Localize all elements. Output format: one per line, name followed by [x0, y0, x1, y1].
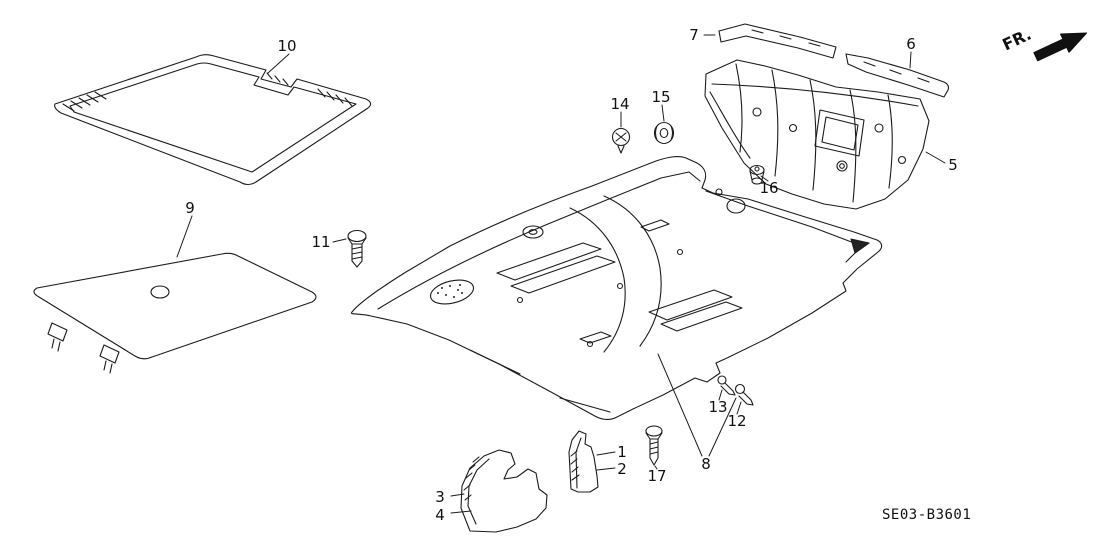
dash-insulator-part-5: [704, 59, 930, 210]
grommet-part-15: [653, 121, 675, 145]
diagram-code-label: SE03-B3601: [882, 507, 972, 523]
insulator-mat-part-9: [33, 252, 317, 374]
screw-part-17: [645, 425, 663, 466]
callout-15: 15: [651, 88, 671, 106]
heel-pad-dots: [437, 284, 463, 298]
garnish-strip-part-7: [718, 23, 837, 59]
garnish-strip-part-6: [845, 53, 950, 98]
callout-12: 12: [727, 412, 747, 430]
callout-7: 7: [689, 26, 699, 44]
main-floor-carpet: [350, 156, 883, 420]
callout-9: 9: [185, 199, 195, 217]
callout-5: 5: [948, 156, 958, 174]
callout-13: 13: [708, 398, 728, 416]
clip-part-16: [749, 164, 765, 185]
screw-part-13: [717, 375, 736, 396]
bracket-part-3-4: [460, 449, 548, 533]
callout-16: 16: [759, 179, 779, 197]
bracket-part-1-2: [568, 430, 599, 493]
callout-17: 17: [647, 467, 667, 485]
callout-6: 6: [906, 35, 916, 53]
screw-part-11: [347, 229, 367, 268]
leader-lines: [176, 34, 946, 514]
fr-direction-arrow-icon: [1033, 32, 1088, 62]
callout-1: 1: [617, 443, 627, 461]
callout-10: 10: [277, 37, 297, 55]
callout-14: 14: [610, 95, 630, 113]
callout-4: 4: [435, 506, 445, 524]
screw-grommet-part-14: [611, 127, 631, 154]
callout-3: 3: [435, 488, 445, 506]
floor-mat-part-10: [54, 54, 372, 186]
callout-11: 11: [311, 233, 331, 251]
callout-8: 8: [701, 455, 711, 473]
screw-part-12: [734, 383, 754, 406]
callout-2: 2: [617, 460, 627, 478]
